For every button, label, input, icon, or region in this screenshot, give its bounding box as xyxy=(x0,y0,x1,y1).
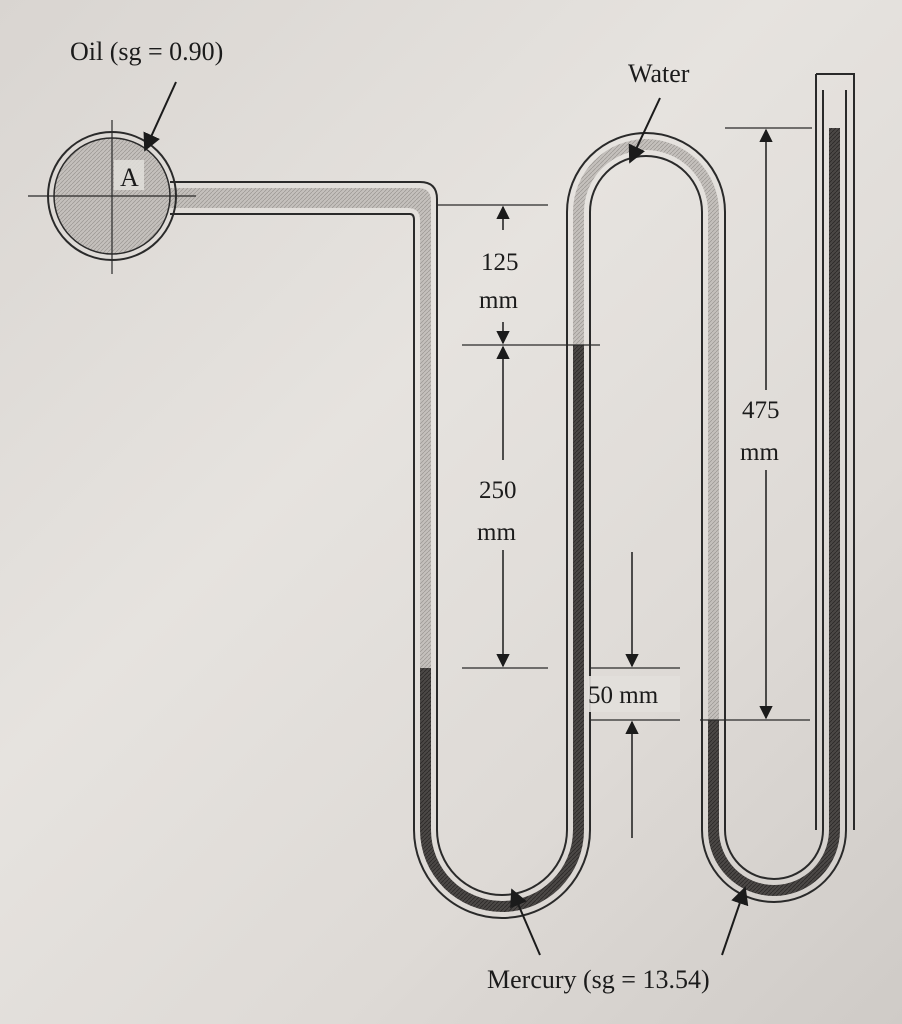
oil-pointer xyxy=(143,81,177,152)
dimension-125-value: 125 xyxy=(481,249,519,276)
mercury-fill-2 xyxy=(708,128,840,896)
dimension-475-unit: mm xyxy=(740,439,779,466)
bulb-a: A xyxy=(28,120,196,274)
dimension-125-unit: mm xyxy=(479,287,518,314)
point-a-label: A xyxy=(120,163,139,192)
dimension-50-label: 50 mm xyxy=(588,682,659,709)
oil-label: Oil (sg = 0.90) xyxy=(70,37,223,66)
dimension-250-value: 250 xyxy=(479,477,517,504)
reference-lines xyxy=(437,127,812,721)
dimension-125: 125 mm xyxy=(479,205,519,345)
dimension-250: 250 mm xyxy=(477,345,517,668)
dimension-250-unit: mm xyxy=(477,519,516,546)
water-label: Water xyxy=(628,59,690,88)
oil-fill xyxy=(170,188,431,668)
water-fill xyxy=(573,139,719,720)
dimension-50: 50 mm xyxy=(588,552,680,838)
mercury-label: Mercury (sg = 13.54) xyxy=(487,965,710,994)
mercury-pointer-1 xyxy=(510,888,541,956)
dimension-475: 475 mm xyxy=(740,128,780,720)
mercury-pointer-2 xyxy=(721,886,749,956)
dimension-475-value: 475 xyxy=(742,397,780,424)
mercury-fill-1 xyxy=(420,345,584,912)
water-pointer xyxy=(628,97,661,164)
tube-outline xyxy=(170,73,855,919)
